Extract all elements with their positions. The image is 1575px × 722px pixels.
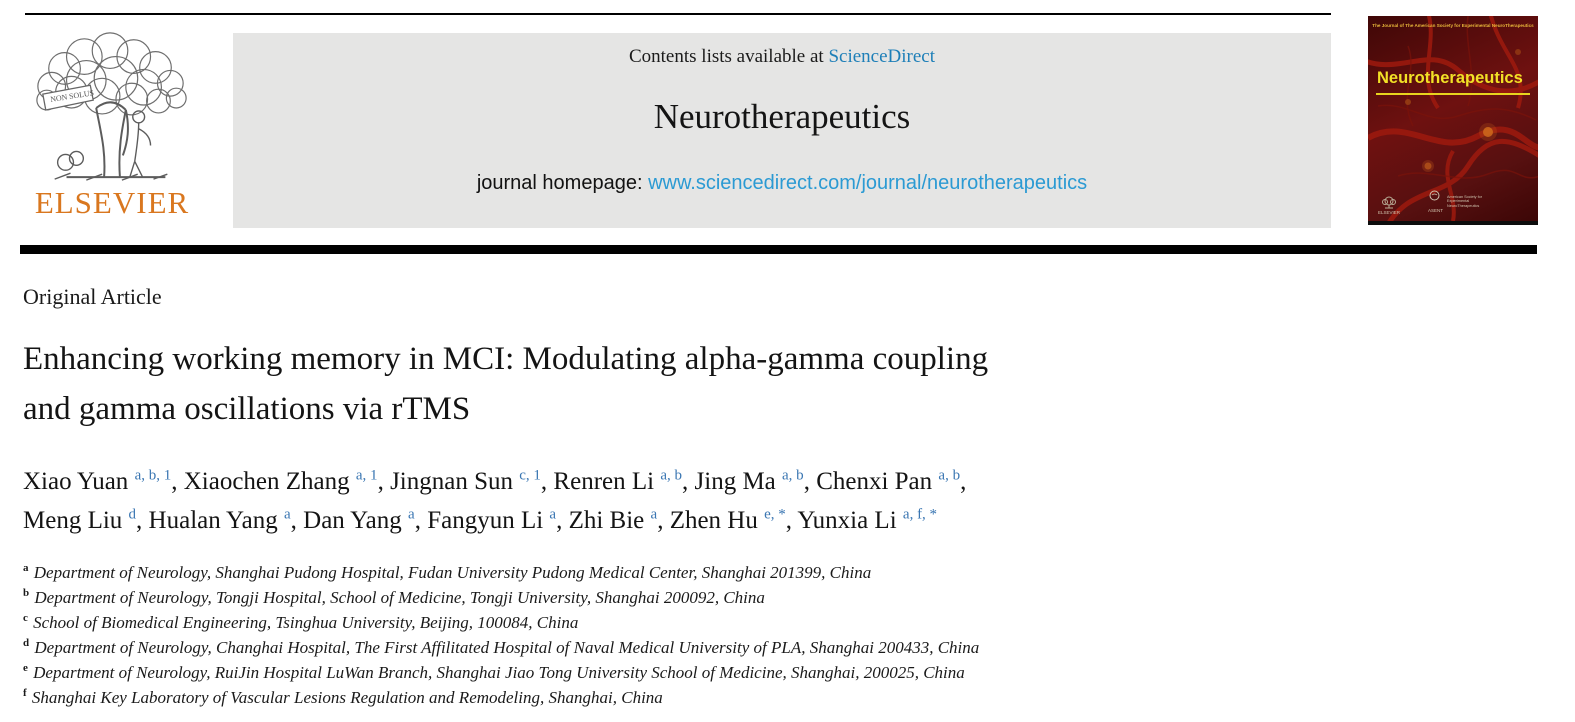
affiliation-text: Department of Neurology, Changhai Hospit… <box>30 638 980 657</box>
author-superscript: a, b, 1 <box>134 467 172 484</box>
journal-name: Neurotherapeutics <box>653 97 911 136</box>
author-superscript: a <box>650 506 658 523</box>
affiliation-superscript: f <box>23 687 27 700</box>
author-superscript: a, b <box>660 467 683 484</box>
header-divider <box>20 245 1537 254</box>
affiliation-text: Department of Neurology, Tongji Hospital… <box>30 588 765 607</box>
affiliation: a Department of Neurology, Shanghai Pudo… <box>23 560 979 585</box>
author-name: Yunxia Li <box>797 507 897 534</box>
author: Zhi Bie a <box>569 507 658 534</box>
cover-society-name: American Society for Experimental NeuroT… <box>1447 194 1483 208</box>
contents-line: Contents lists available at ScienceDirec… <box>233 33 1331 68</box>
affiliation-text: Department of Neurology, Shanghai Pudong… <box>29 563 872 582</box>
homepage-label: journal homepage: <box>476 172 649 194</box>
affiliation-text: Shanghai Key Laboratory of Vascular Lesi… <box>27 688 663 707</box>
article-title-line2: and gamma oscillations via rTMS <box>23 391 471 427</box>
author-name: Hualan Yang <box>148 507 278 534</box>
neuron-artwork <box>1368 16 1538 221</box>
affiliation: e Department of Neurology, RuiJin Hospit… <box>23 660 979 685</box>
elsevier-logo: NON SOLUS ELSEVIER <box>20 30 204 226</box>
author: Hualan Yang a <box>149 507 291 534</box>
author-superscript: e, * <box>764 506 786 523</box>
author: Xiaochen Zhang a, 1 <box>184 468 378 495</box>
author-superscript: a, f, * <box>902 506 938 523</box>
affiliation-superscript: e <box>23 662 28 675</box>
cover-journal-title: Neurotherapeutics <box>1377 69 1523 87</box>
author-name: Dan Yang <box>303 507 402 534</box>
author-name: Renren Li <box>553 468 655 495</box>
cover-elsevier-label: ELSEVIER <box>1377 210 1400 215</box>
affiliation-superscript: d <box>23 637 30 650</box>
author-superscript: a, b <box>782 467 804 484</box>
author: Zhen Hu e, * <box>670 507 786 534</box>
author-name: Meng Liu <box>23 507 123 534</box>
affiliation: b Department of Neurology, Tongji Hospit… <box>23 585 979 610</box>
affiliation-superscript: a <box>23 562 29 575</box>
author-line-1: Xiao Yuan a, b, 1, Xiaochen Zhang a, 1, … <box>23 467 967 495</box>
elsevier-logo-text: ELSEVIER <box>34 185 190 220</box>
sciencedirect-link[interactable]: ScienceDirect <box>828 46 936 67</box>
author-list: Xiao Yuan a, b, 1, Xiaochen Zhang a, 1, … <box>23 462 966 540</box>
article-title: Enhancing working memory in MCI: Modulat… <box>23 334 988 434</box>
contents-line-text: Contents lists available at <box>628 46 829 67</box>
author-name: Zhen Hu <box>669 507 758 534</box>
journal-homepage-link[interactable]: www.sciencedirect.com/journal/neurothera… <box>648 172 1088 194</box>
author-superscript: a, b <box>938 467 961 484</box>
author: Meng Liu d <box>23 507 136 534</box>
author-superscript: a <box>283 506 291 523</box>
author: Fangyun Li a <box>427 507 556 534</box>
author: Yunxia Li a, f, * <box>797 507 937 534</box>
cover-asent-head-icon <box>1429 190 1440 201</box>
affiliation-text: School of Biomedical Engineering, Tsingh… <box>28 613 579 632</box>
affiliation-text: Department of Neurology, RuiJin Hospital… <box>28 663 965 682</box>
author-name: Jing Ma <box>694 468 776 495</box>
cover-top-text: The Journal of The American Society for … <box>1372 23 1534 28</box>
article-type-label: Original Article <box>23 284 162 309</box>
author-superscript: c, 1 <box>519 467 541 484</box>
author: Chenxi Pan a, b <box>816 468 960 495</box>
affiliation: d Department of Neurology, Changhai Hosp… <box>23 635 979 660</box>
author-name: Chenxi Pan <box>816 468 933 495</box>
author-superscript: a <box>549 506 557 523</box>
affiliation-superscript: c <box>23 612 28 625</box>
cover-asent-label: ASENT <box>1428 208 1444 213</box>
author-line-2: Meng Liu d, Hualan Yang a, Dan Yang a, F… <box>23 506 938 534</box>
cover-elsevier-mini-logo: ELSEVIER <box>1377 196 1401 215</box>
top-divider <box>25 13 1331 15</box>
author-name: Zhi Bie <box>568 507 645 534</box>
author: Jing Ma a, b <box>695 468 804 495</box>
author-name: Fangyun Li <box>427 507 544 534</box>
author-superscript: d <box>128 506 137 523</box>
affiliation-list: a Department of Neurology, Shanghai Pudo… <box>23 560 979 710</box>
cover-title-underline <box>1376 93 1530 95</box>
author: Xiao Yuan a, b, 1 <box>23 468 171 495</box>
cover-society-logo: ASENT American Society for Experimental … <box>1428 190 1501 213</box>
affiliation: c School of Biomedical Engineering, Tsin… <box>23 610 979 635</box>
journal-header-box: Contents lists available at ScienceDirec… <box>233 33 1331 228</box>
author-name: Jingnan Sun <box>390 468 513 495</box>
author: Renren Li a, b <box>553 468 682 495</box>
article-title-line1: Enhancing working memory in MCI: Modulat… <box>23 341 989 377</box>
cover-elsevier-tree-icon <box>1382 196 1396 209</box>
author-name: Xiaochen Zhang <box>183 468 350 495</box>
journal-cover-thumbnail: The Journal of The American Society for … <box>1368 16 1538 225</box>
author-superscript: a <box>408 506 415 523</box>
author-superscript: a, 1 <box>355 467 378 484</box>
affiliation-superscript: b <box>23 587 30 600</box>
affiliation: f Shanghai Key Laboratory of Vascular Le… <box>23 685 979 710</box>
homepage-line: journal homepage: www.sciencedirect.com/… <box>233 172 1331 195</box>
author: Jingnan Sun c, 1 <box>390 468 541 495</box>
elsevier-tree-icon: NON SOLUS <box>36 32 187 181</box>
author: Dan Yang a <box>303 507 415 534</box>
author-name: Xiao Yuan <box>23 468 129 495</box>
